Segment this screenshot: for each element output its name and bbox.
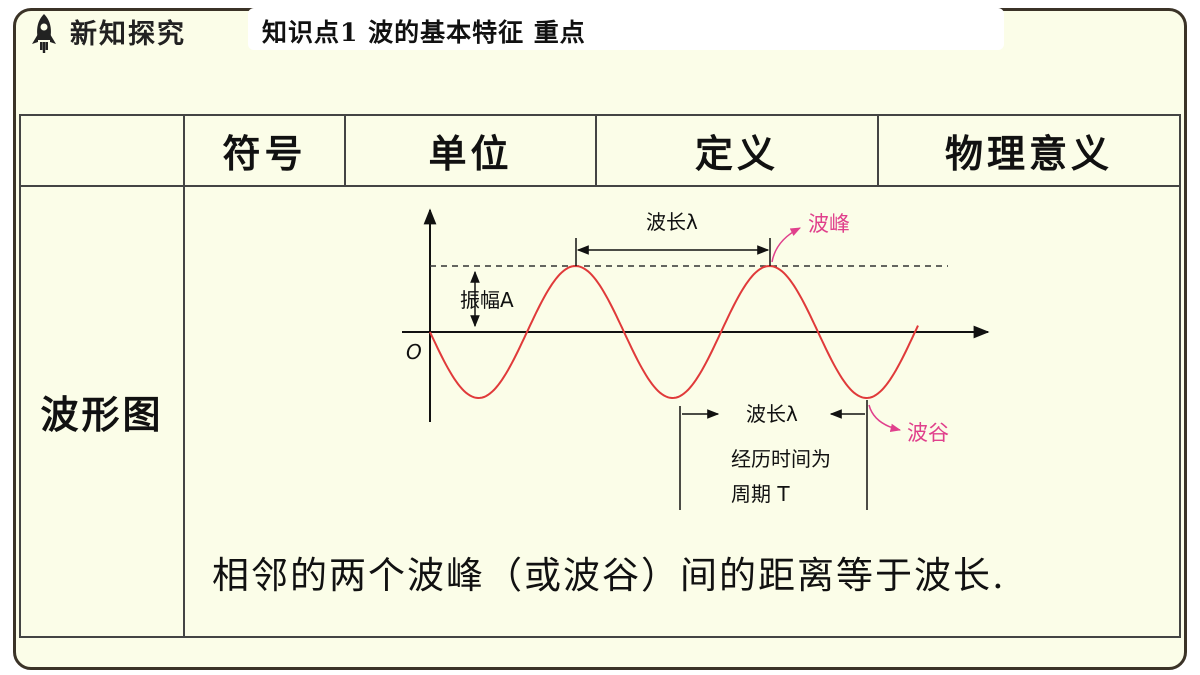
- rocket-icon: [32, 14, 56, 53]
- table-header-divider: [19, 185, 1181, 187]
- topic-title: 知识点1 波的基本特征 重点: [262, 18, 586, 47]
- column-header-physical-meaning: 物理意义: [944, 130, 1113, 176]
- wavelength-label-top: 波长λ: [646, 210, 698, 234]
- table-border-left: [19, 114, 21, 638]
- column-header-unit: 单位: [428, 130, 513, 176]
- trough-pointer: [868, 404, 902, 432]
- table-border-top: [19, 114, 1181, 116]
- table-border-right: [1179, 114, 1181, 638]
- period-label-line2: 周期 T: [731, 482, 790, 506]
- peak-label: 波峰: [808, 212, 850, 236]
- amplitude-label: 振幅A: [460, 288, 514, 312]
- section-title: 新知探究: [70, 19, 186, 50]
- slide-frame: [13, 8, 1187, 670]
- period-label-line1: 经历时间为: [731, 447, 831, 471]
- table-col-divider: [344, 114, 346, 186]
- wavelength-definition-caption: 相邻的两个波峰（或波谷）间的距离等于波长.: [212, 554, 1006, 597]
- table-col-divider: [183, 114, 185, 638]
- wave-curve: [429, 264, 919, 400]
- column-header-definition: 定义: [694, 130, 779, 176]
- column-header-symbol: 符号: [222, 130, 307, 176]
- topic-banner: [248, 8, 1004, 50]
- peak-pointer: [771, 227, 801, 263]
- table-col-divider: [877, 114, 879, 186]
- table-col-divider: [595, 114, 597, 186]
- origin-label: O: [406, 340, 422, 364]
- table-border-bottom: [19, 636, 1181, 638]
- row-label-waveform: 波形图: [40, 391, 164, 437]
- wavelength-label-bottom: 波长λ: [746, 402, 798, 426]
- trough-label: 波谷: [907, 421, 949, 445]
